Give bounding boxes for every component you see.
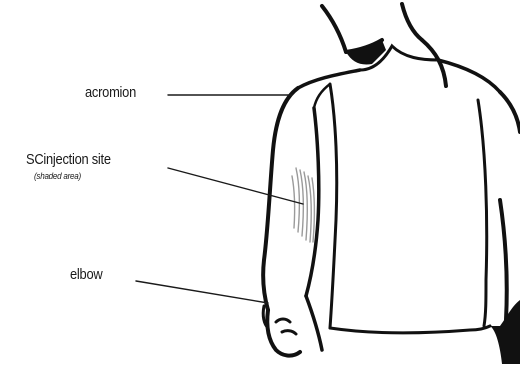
injection-site-note: (shaded area) xyxy=(34,171,81,181)
elbow-label: elbow xyxy=(70,266,102,283)
elbow-leader xyxy=(136,281,268,303)
injection-site-label: SCinjection site xyxy=(26,151,111,168)
torso-outline xyxy=(263,60,520,360)
injection-site-shading xyxy=(292,168,314,242)
elbow-outline xyxy=(263,296,322,356)
injection-site-leader xyxy=(168,168,303,204)
acromion-label: acromion xyxy=(85,84,136,101)
